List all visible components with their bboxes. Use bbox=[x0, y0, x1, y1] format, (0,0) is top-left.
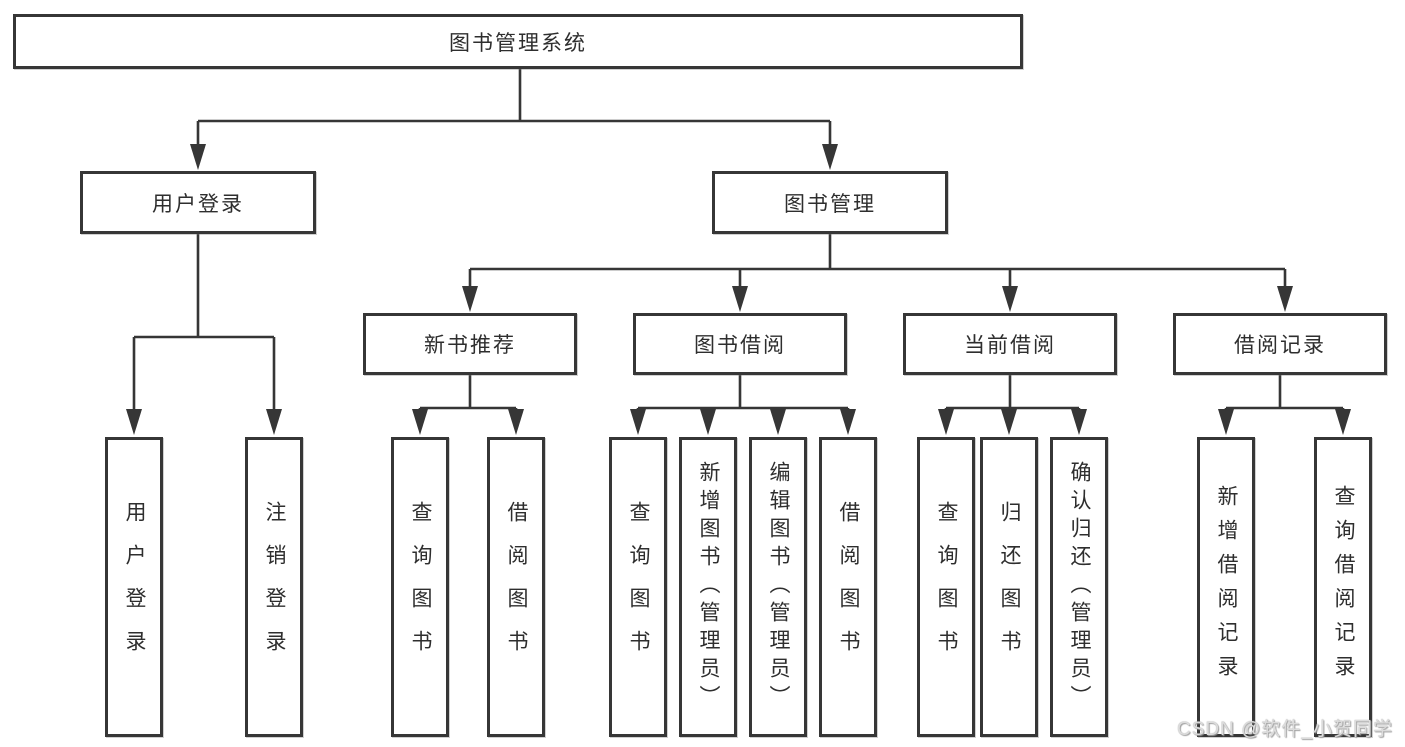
leaf-add-borrow-record-label: 新增借阅记录 bbox=[1215, 485, 1238, 689]
node-current-borrow-label: 当前借阅 bbox=[964, 334, 1056, 357]
leaf-logout-label: 注销登录 bbox=[263, 501, 286, 673]
edge-book-borrow-children bbox=[636, 375, 850, 414]
leaf-add-book-admin-label: 新增图书（管理员） bbox=[697, 461, 720, 713]
leaf-return-book-label: 归还图书 bbox=[998, 501, 1021, 673]
arrow-down-icon bbox=[266, 409, 282, 435]
leaf-query-books-current-label: 查询图书 bbox=[935, 501, 958, 673]
leaf-edit-book-admin: 编辑图书（管理员） bbox=[749, 437, 807, 737]
arrow-down-icon bbox=[700, 409, 716, 435]
leaf-borrow-books: 借阅图书 bbox=[819, 437, 877, 737]
arrow-down-icon bbox=[126, 409, 142, 435]
node-new-book-recommend: 新书推荐 bbox=[363, 313, 577, 375]
leaf-query-books-borrow-label: 查询图书 bbox=[627, 501, 650, 673]
arrow-down-icon bbox=[1071, 409, 1087, 435]
arrow-down-icon bbox=[770, 409, 786, 435]
node-book-management-label: 图书管理 bbox=[784, 192, 876, 216]
leaf-query-books-recommend-label: 查询图书 bbox=[409, 501, 432, 673]
edge-new-rec-children bbox=[418, 375, 518, 414]
node-book-borrow: 图书借阅 bbox=[633, 313, 847, 375]
arrow-down-icon bbox=[938, 409, 954, 435]
leaf-borrow-books-label: 借阅图书 bbox=[837, 501, 860, 673]
arrow-down-icon bbox=[1277, 286, 1293, 312]
leaf-add-borrow-record: 新增借阅记录 bbox=[1197, 437, 1255, 737]
edge-borrow-records-children bbox=[1224, 375, 1345, 414]
node-user-login-label: 用户登录 bbox=[152, 192, 244, 216]
arrow-down-icon bbox=[508, 409, 524, 435]
node-borrow-records-label: 借阅记录 bbox=[1234, 334, 1326, 357]
leaf-query-books-recommend: 查询图书 bbox=[391, 437, 449, 737]
arrow-down-icon bbox=[462, 286, 478, 312]
arrow-down-icon bbox=[732, 286, 748, 312]
node-book-borrow-label: 图书借阅 bbox=[694, 334, 786, 357]
arrow-down-icon bbox=[1218, 409, 1234, 435]
arrow-down-icon bbox=[840, 409, 856, 435]
leaf-logout: 注销登录 bbox=[245, 437, 303, 737]
leaf-query-books-borrow: 查询图书 bbox=[609, 437, 667, 737]
leaf-user-login-label: 用户登录 bbox=[123, 501, 146, 673]
node-root-label: 图书管理系统 bbox=[449, 31, 587, 55]
node-root: 图书管理系统 bbox=[13, 14, 1023, 69]
arrow-down-icon bbox=[412, 409, 428, 435]
edge-user-login-children bbox=[132, 234, 276, 412]
arrow-down-icon bbox=[630, 409, 646, 435]
leaf-confirm-return-admin: 确认归还（管理员） bbox=[1050, 437, 1108, 737]
node-user-login: 用户登录 bbox=[80, 171, 316, 234]
edge-current-borrow-children bbox=[944, 375, 1081, 414]
arrow-down-icon bbox=[822, 144, 838, 170]
edge-root-to-level2 bbox=[196, 69, 832, 147]
arrow-down-icon bbox=[1001, 409, 1017, 435]
leaf-borrow-books-recommend: 借阅图书 bbox=[487, 437, 545, 737]
node-current-borrow: 当前借阅 bbox=[903, 313, 1117, 375]
node-book-management: 图书管理 bbox=[712, 171, 948, 234]
leaf-borrow-books-recommend-label: 借阅图书 bbox=[505, 501, 528, 673]
arrow-down-icon bbox=[1335, 409, 1351, 435]
leaf-add-book-admin: 新增图书（管理员） bbox=[679, 437, 737, 737]
leaf-query-borrow-record: 查询借阅记录 bbox=[1314, 437, 1372, 737]
leaf-edit-book-admin-label: 编辑图书（管理员） bbox=[767, 461, 790, 713]
leaf-confirm-return-admin-label: 确认归还（管理员） bbox=[1068, 461, 1091, 713]
leaf-query-books-current: 查询图书 bbox=[917, 437, 975, 737]
arrow-down-icon bbox=[190, 144, 206, 170]
arrow-down-icon bbox=[1002, 286, 1018, 312]
leaf-return-book: 归还图书 bbox=[980, 437, 1038, 737]
node-new-book-recommend-label: 新书推荐 bbox=[424, 334, 516, 357]
leaf-query-borrow-record-label: 查询借阅记录 bbox=[1332, 485, 1355, 689]
node-borrow-records: 借阅记录 bbox=[1173, 313, 1387, 375]
edge-book-mgmt-to-level3 bbox=[468, 234, 1287, 290]
watermark: CSDN @软件_小贺同学 bbox=[1177, 719, 1393, 740]
leaf-user-login: 用户登录 bbox=[105, 437, 163, 737]
